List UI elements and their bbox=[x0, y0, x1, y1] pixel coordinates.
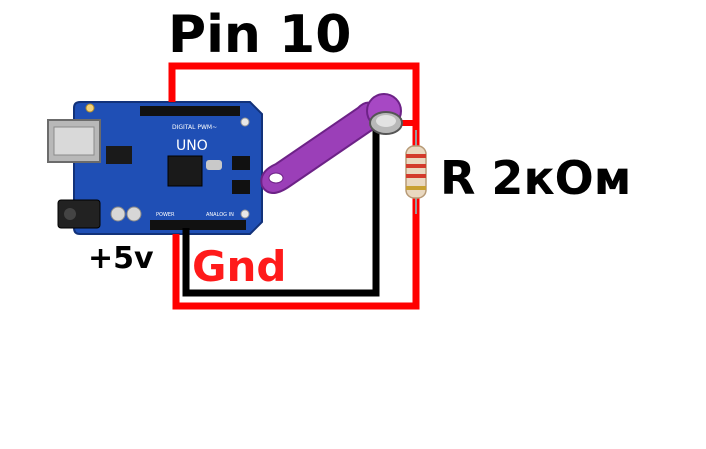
analog-header-label: ANALOG IN bbox=[206, 212, 234, 218]
power-header-label: POWER bbox=[156, 212, 175, 218]
microcontroller-chip bbox=[167, 155, 203, 187]
ground-wire bbox=[182, 130, 380, 297]
ibutton-key-fob-icon bbox=[260, 93, 403, 194]
resistor-icon bbox=[405, 130, 427, 214]
ground-label: Gnd bbox=[192, 242, 286, 291]
pin-label: Pin 10 bbox=[168, 5, 351, 65]
arduino-uno-board: DIGITAL PWM~ UNO POWER ANALOG IN bbox=[47, 101, 263, 235]
board-model-label: UNO bbox=[176, 138, 208, 154]
digital-header-label: DIGITAL PWM~ bbox=[172, 124, 217, 131]
power-label: +5v bbox=[88, 241, 154, 276]
resistor-label: R 2кОм bbox=[440, 151, 631, 205]
power-jack bbox=[57, 199, 101, 229]
